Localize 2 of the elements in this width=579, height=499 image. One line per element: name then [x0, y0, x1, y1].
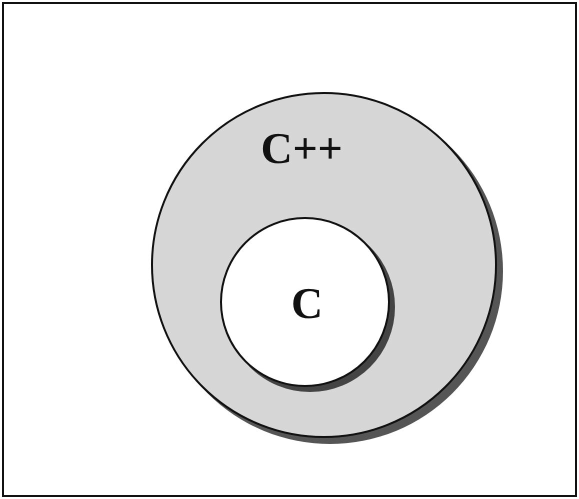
circle-label: C	[291, 282, 323, 326]
circle-label: C++	[260, 127, 343, 172]
